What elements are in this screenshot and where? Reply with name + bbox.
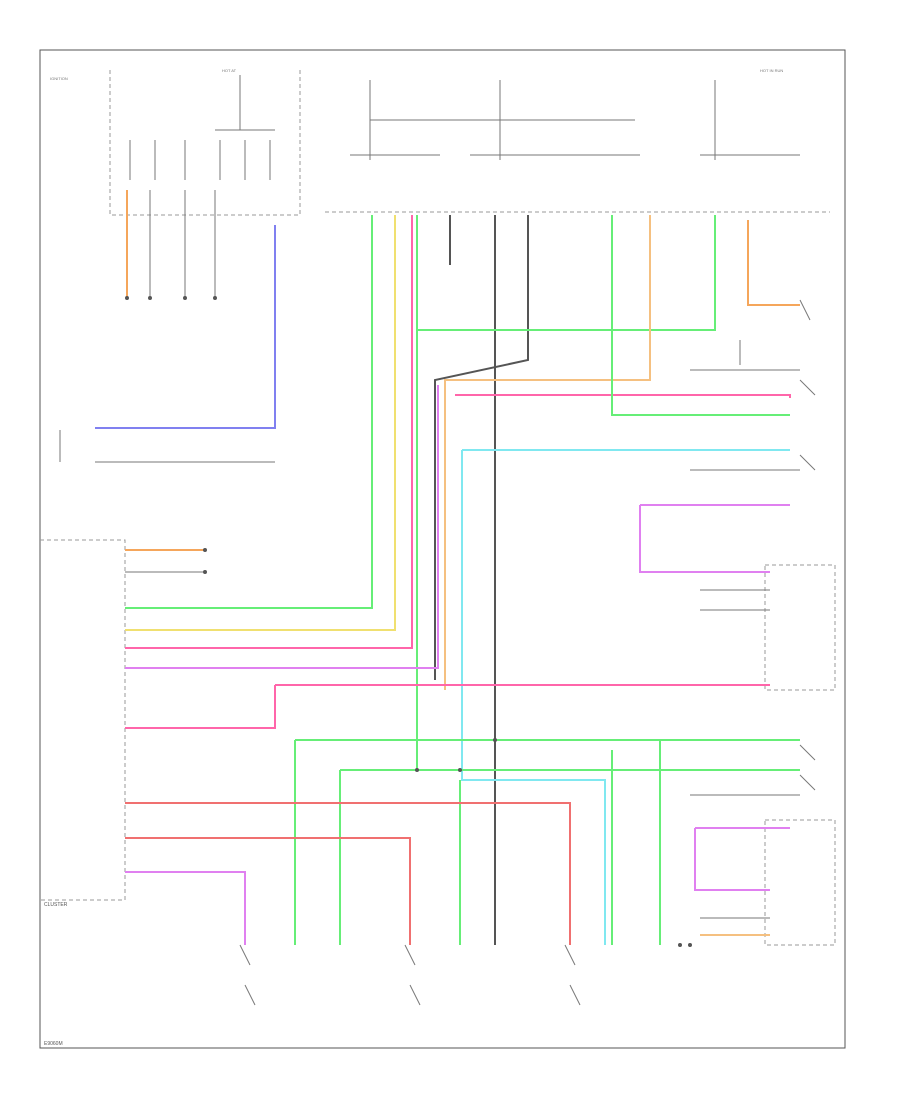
wire-red-1 [125,802,571,945]
wire-red-2 [125,837,411,945]
wire-pink-1 [125,215,413,649]
switch-symbols [59,299,816,1006]
footer-code: E9060M [44,1041,63,1047]
wire-dark-3 [434,215,529,680]
wire-yellow [125,215,396,631]
wire-green-1 [125,215,373,609]
splice-dots [125,296,692,947]
svg-text:IGNITION: IGNITION [50,76,68,81]
wire-green-3 [418,215,716,331]
wire-orange-3 [747,220,800,306]
right-module-lower [764,819,836,946]
wire-orange-2 [444,215,651,690]
top-left-module: IGNITION HOT AT [50,68,301,216]
wire-blue [95,225,276,429]
footer-left-label: CLUSTER [44,902,68,908]
wire-green-4 [611,215,790,416]
svg-text:HOT AT: HOT AT [222,68,237,73]
top-right-module: HOT IN RUN [325,68,830,213]
wire-magenta-3 [125,871,246,945]
diagram-border [39,49,846,1049]
wire-magenta-1 [125,385,439,669]
right-module-upper [764,564,836,691]
svg-text:HOT IN RUN: HOT IN RUN [760,68,783,73]
wire-pink-2 [455,394,791,398]
cluster-box [40,539,126,901]
